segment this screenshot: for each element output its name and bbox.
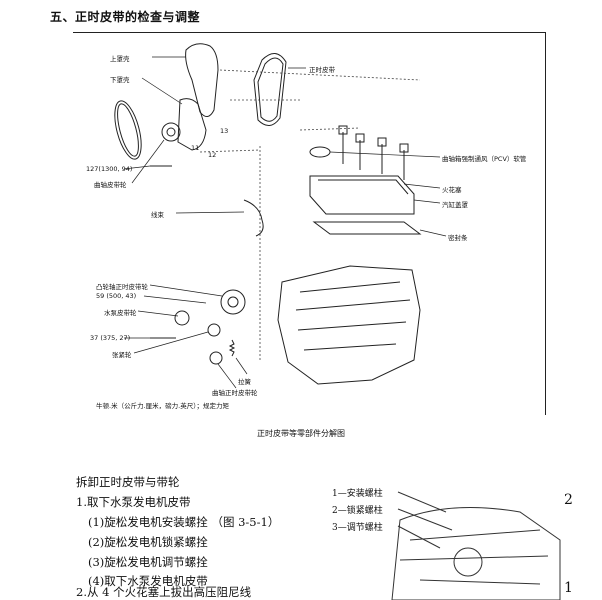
label-torque-127: 127(1300, 94) [86,165,133,173]
label-gasket: 密封条 [448,234,468,242]
accessory-belt-part [114,100,142,160]
procedure-sub-3: (3)旋松发电机调节螺拴 [88,555,208,569]
timing-belt-part [253,53,287,126]
label-cam-pulley: 凸轮轴正时皮带轮 [96,283,148,291]
engine-block-part [277,265,421,385]
label-crank-belt-pulley: 曲轴皮带轮 [94,181,127,189]
side-legend-3: 3—调节螺柱 [332,523,383,533]
upper-cover-part [185,43,219,117]
procedure-title: 拆卸正时皮带与带轮 [76,475,180,489]
label-unit-note: 牛顿.米（公斤力.厘米，磅力.英尺）；规定力矩 [96,402,229,410]
side-number-2: 2 [564,492,573,508]
label-pcv-hose: 曲轴箱强制通风（PCV）软管 [442,155,527,163]
label-spark-plug: 火花塞 [442,186,462,194]
crank-belt-pulley-part [161,122,181,142]
section-title: 五、正时皮带的检查与调整 [50,10,201,24]
figure-frame [73,32,546,415]
side-number-1: 1 [564,580,573,596]
label-harness: 线束 [151,211,164,219]
label-num-12: 12 [208,151,217,159]
label-cylinder-cover: 汽缸盖罩 [442,201,468,209]
label-water-pump-pulley: 水泵皮带轮 [104,309,137,317]
label-num-13: 13 [220,127,229,135]
gasket-part [312,221,422,235]
label-torque-37: 37 (375, 27) [90,334,131,342]
label-spring: 拉簧 [238,378,251,386]
alternator-photo [391,507,561,600]
cam-pulley-part [220,289,246,315]
figure-caption: 正时皮带等零部件分解图 [257,429,345,438]
label-torque-59: 59 (500, 43) [96,292,137,300]
label-num-11: 11 [191,144,200,152]
procedure-sub-1: (1)旋松发电机安装螺拴 （图 3-5-1） [88,515,280,529]
side-legend-1: 1—安装螺柱 [332,489,383,499]
label-upper-cover: 上罩壳 [110,55,130,63]
harness-part [243,199,264,237]
label-timing-belt: 正时皮带 [309,66,335,74]
lower-cover-part [177,98,207,151]
cylinder-head-cover-part [309,175,415,215]
side-legend-2: 2—锁紧螺柱 [332,506,383,516]
procedure-step-2: 2.从 4 个火花塞上拔出高压阻尼线 [76,585,252,599]
procedure-step-1: 1.取下水泵发电机皮带 [76,495,191,509]
procedure-sub-4: (4)取下水泵发电机皮带 [88,574,208,588]
label-crank-timing-pulley: 曲轴正时皮带轮 [212,389,258,397]
procedure-sub-2: (2)旋松发电机锁紧螺拴 [88,535,208,549]
label-tensioner: 张紧轮 [112,351,132,359]
label-lower-cover: 下罩壳 [110,76,130,84]
